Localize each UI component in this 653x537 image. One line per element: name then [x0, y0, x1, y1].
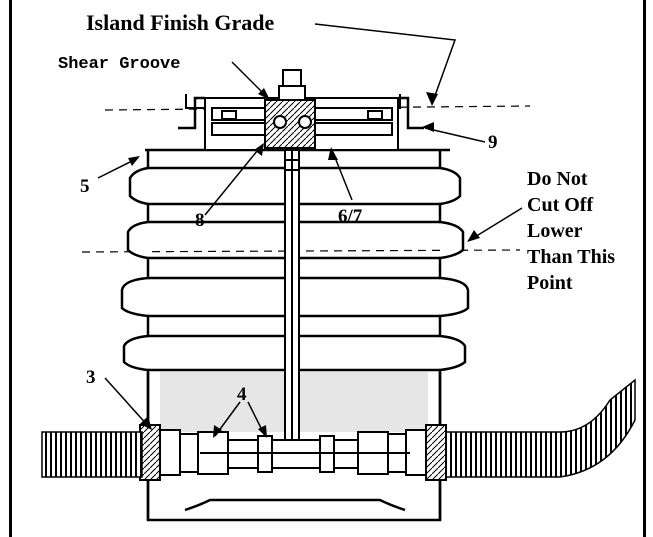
hinge-right — [398, 96, 424, 130]
label-cutoff-line4: Than This — [527, 246, 615, 268]
leader-3 — [104, 377, 151, 429]
leader-9 — [424, 127, 486, 143]
label-cutoff-line5: Point — [527, 272, 573, 294]
label-cutoff-line1: Do Not — [527, 168, 588, 190]
arrowhead-4a — [213, 425, 222, 438]
arrowhead-8 — [254, 143, 264, 156]
label-5: 5 — [80, 176, 90, 197]
label-cutoff-line3: Lower — [527, 220, 583, 242]
arrowhead-finish-grade — [426, 92, 438, 106]
leader-8 — [204, 144, 263, 216]
arrowhead-5 — [128, 156, 140, 166]
hinge-left — [178, 96, 205, 130]
arrowhead-shear-groove — [258, 88, 270, 100]
arrowhead-4b — [258, 425, 267, 438]
label-9: 9 — [488, 132, 498, 153]
label-cutoff-line2: Cut Off — [527, 194, 593, 216]
label-8: 8 — [195, 210, 205, 231]
label-3: 3 — [86, 367, 96, 388]
pipe-left — [41, 431, 143, 478]
label-6-7: 6/7 — [338, 206, 363, 227]
label-4: 4 — [237, 384, 247, 405]
leader-cutoff — [469, 207, 523, 241]
arrowhead-9 — [422, 122, 434, 132]
diagram-frame — [9, 0, 646, 537]
box-base — [146, 480, 442, 522]
leader-finish-grade — [314, 23, 457, 105]
pipe-right — [445, 378, 636, 478]
arrowhead-67 — [328, 147, 338, 160]
arrowhead-cutoff — [467, 230, 480, 242]
label-shear-groove: Shear Groove — [58, 55, 180, 74]
lid-assembly — [204, 69, 399, 151]
valve-assembly — [139, 424, 447, 481]
arrowhead-3 — [140, 416, 152, 430]
label-island-finish-grade: Island Finish Grade — [86, 10, 275, 35]
